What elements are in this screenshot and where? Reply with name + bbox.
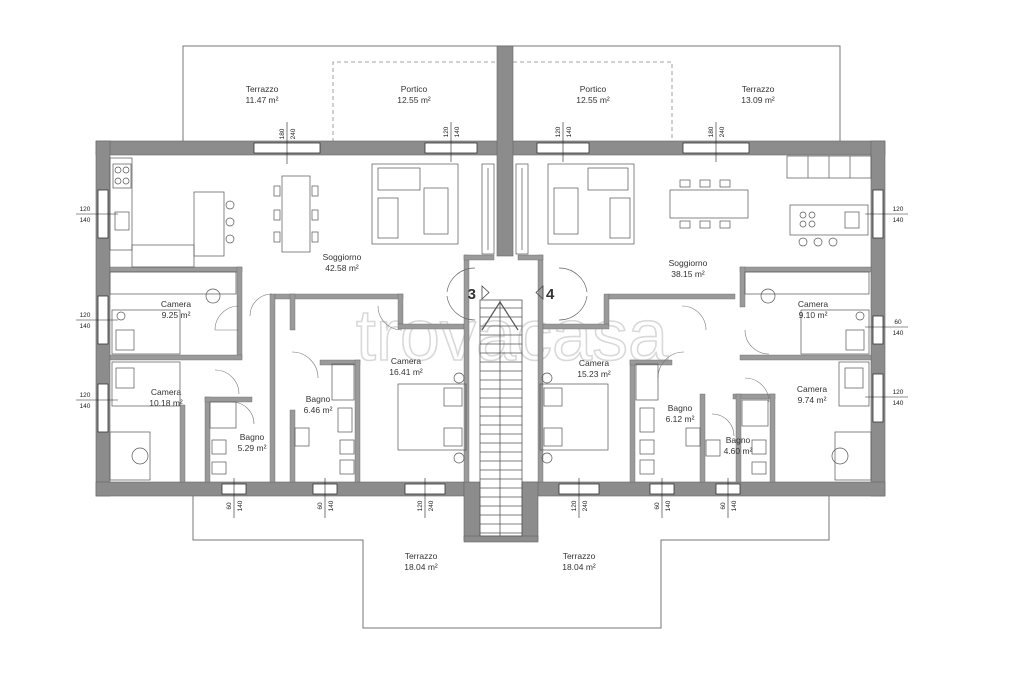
window-dim-bot6-a: 60 — [720, 502, 727, 510]
window-dim-left3-b: 140 — [80, 403, 91, 410]
room-doors — [214, 293, 770, 437]
room-area-bagno-r2: 6.12 m² — [666, 414, 695, 424]
room-name-camera-l3: Camera — [391, 356, 422, 366]
window-dim-left1-b: 140 — [80, 217, 91, 224]
window-dim-bot4-b: 240 — [582, 500, 589, 511]
room-name-camera-l1: Camera — [161, 299, 192, 309]
entrance-arrow-icon — [481, 285, 490, 300]
room-area-portico-left: 12.55 m² — [397, 95, 431, 105]
room-name-soggiorno-left: Soggiorno — [323, 252, 362, 262]
room-area-terrazzo-ne: 13.09 m² — [741, 95, 775, 105]
watermark: trovacasa — [356, 296, 669, 376]
window-dim-bot2-a: 60 — [317, 502, 324, 510]
room-area-camera-r2: 9.74 m² — [798, 395, 827, 405]
bathroom-fixtures — [209, 363, 769, 475]
room-name-camera-r3: Camera — [579, 358, 610, 368]
room-name-bagno-l1: Bagno — [240, 432, 265, 442]
window-dimensions-vertical: 180 240 120 140 120 140 180 240 60 140 6… — [226, 122, 738, 518]
room-name-camera-l2: Camera — [151, 387, 182, 397]
window-dim-right2-a: 60 — [894, 319, 902, 326]
room-area-terrazzo-sr: 18.04 m² — [562, 562, 596, 572]
room-name-terrazzo-sr: Terrazzo — [563, 551, 596, 561]
window-dim-left3-a: 120 — [80, 392, 91, 399]
window-dim-bot5-b: 140 — [665, 500, 672, 511]
room-name-terrazzo-sl: Terrazzo — [405, 551, 438, 561]
room-area-terrazzo-sl: 18.04 m² — [404, 562, 438, 572]
window-dim-top2-a: 120 — [443, 126, 450, 137]
window-dim-right3-b: 140 — [893, 400, 904, 407]
living-left — [371, 163, 495, 255]
window-dim-top2-b: 140 — [454, 126, 461, 137]
unit-number-right: 4 — [546, 286, 555, 303]
room-name-bagno-r2: Bagno — [668, 403, 693, 413]
window-dim-bot3-a: 120 — [417, 500, 424, 511]
portico-outlines — [332, 61, 673, 142]
window-dim-top1-a: 180 — [279, 128, 286, 139]
window-dim-bot2-b: 140 — [328, 500, 335, 511]
room-name-portico-left: Portico — [401, 84, 428, 94]
room-area-soggiorno-right: 38.15 m² — [671, 269, 705, 279]
window-dim-top4-b: 240 — [719, 126, 726, 137]
window-dim-right1-a: 120 — [893, 206, 904, 213]
room-area-portico-right: 12.55 m² — [576, 95, 610, 105]
room-name-portico-right: Portico — [580, 84, 607, 94]
window-dim-left2-a: 120 — [80, 312, 91, 319]
window-dim-top4-a: 180 — [708, 126, 715, 137]
window-dim-top3-a: 120 — [555, 126, 562, 137]
window-dim-bot3-b: 240 — [428, 500, 435, 511]
dining-table-right — [669, 179, 749, 229]
room-name-bagno-l2: Bagno — [306, 394, 331, 404]
window-dimensions-horizontal: 120 140 120 140 120 140 120 140 60 140 1… — [76, 206, 908, 410]
unit-markers: 3 4 — [468, 285, 555, 303]
room-area-bagno-l1: 5.29 m² — [238, 443, 267, 453]
room-area-camera-l3: 16.41 m² — [389, 367, 423, 377]
room-area-camera-l2: 10.18 m² — [149, 398, 183, 408]
room-name-camera-r1: Camera — [798, 299, 829, 309]
window-dim-bot6-b: 140 — [731, 500, 738, 511]
unit-number-left: 3 — [468, 286, 476, 303]
window-dim-top3-b: 140 — [566, 126, 573, 137]
room-area-terrazzo-nw: 11.47 m² — [246, 95, 279, 105]
window-dim-left2-b: 140 — [80, 323, 91, 330]
room-area-camera-l1: 9.25 m² — [162, 310, 191, 320]
room-area-soggiorno-left: 42.58 m² — [325, 263, 359, 273]
room-name-soggiorno-right: Soggiorno — [669, 258, 708, 268]
window-dim-bot1-b: 140 — [237, 500, 244, 511]
room-area-camera-r3: 15.23 m² — [577, 369, 611, 379]
window-dim-bot4-a: 120 — [571, 500, 578, 511]
room-name-camera-r2: Camera — [797, 384, 828, 394]
window-dim-left1-a: 120 — [80, 206, 91, 213]
window-dim-right2-b: 140 — [893, 330, 904, 337]
entrance-arrow-icon — [535, 285, 544, 300]
living-right — [515, 163, 635, 255]
room-name-bagno-r1: Bagno — [726, 435, 751, 445]
room-name-terrazzo-nw: Terrazzo — [246, 84, 279, 94]
window-dim-bot5-a: 60 — [654, 502, 661, 510]
window-dim-right1-b: 140 — [893, 217, 904, 224]
landing-doors — [446, 267, 588, 321]
bedroom-furniture — [109, 271, 872, 481]
kitchen-left — [109, 157, 235, 268]
room-labels: Terrazzo 11.47 m² Portico 12.55 m² Porti… — [149, 84, 828, 572]
window-dim-top1-b: 240 — [290, 128, 297, 139]
kitchen-right — [786, 155, 872, 247]
window-dim-bot1-a: 60 — [226, 502, 233, 510]
window-dim-right3-a: 120 — [893, 389, 904, 396]
room-name-terrazzo-ne: Terrazzo — [742, 84, 775, 94]
room-area-bagno-l2: 6.46 m² — [304, 405, 333, 415]
interior-walls — [109, 254, 872, 483]
room-area-bagno-r1: 4.60 m² — [724, 446, 753, 456]
room-area-camera-r1: 9.10 m² — [799, 310, 828, 320]
staircase — [479, 299, 523, 537]
dining-table-left — [273, 175, 319, 253]
